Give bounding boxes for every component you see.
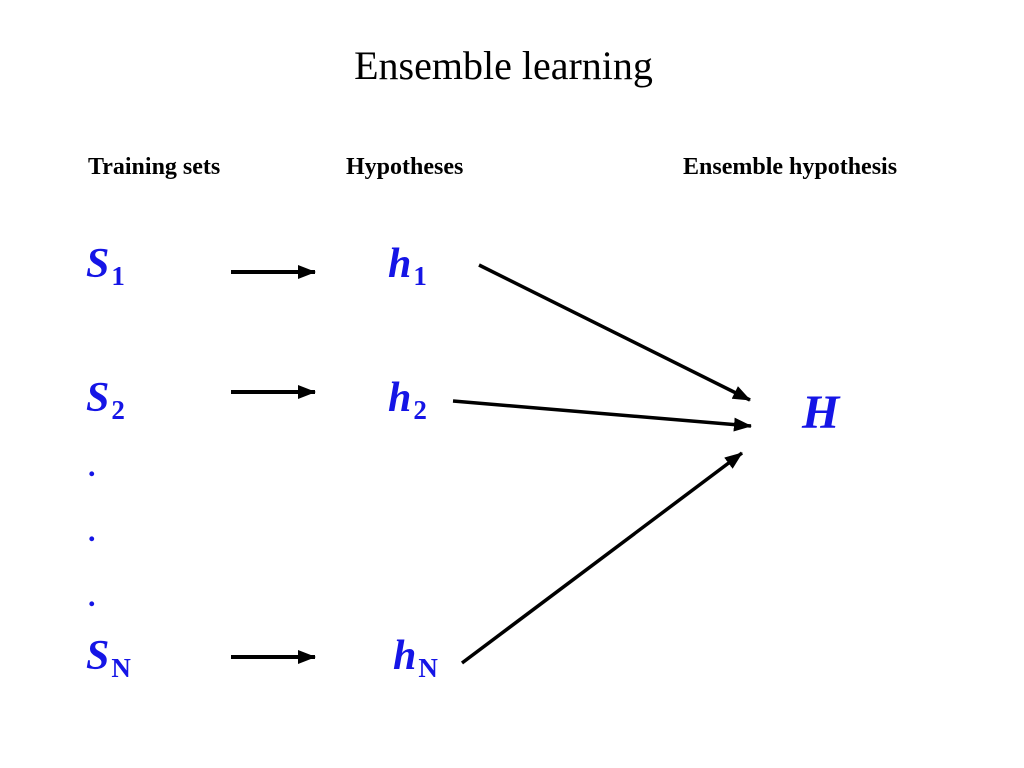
training-set-subscript: 1 [111, 261, 125, 292]
hypothesis-subscript: 1 [413, 261, 427, 292]
page-title: Ensemble learning [354, 43, 653, 88]
ensemble-hypothesis-h: H [802, 386, 840, 439]
hypothesis-h1: h1 [388, 240, 427, 292]
hypothesis-letter: h [388, 375, 412, 421]
training-set-subscript: N [111, 653, 131, 684]
ellipsis-dot: . [88, 450, 96, 483]
training-set-letter: S [86, 241, 110, 287]
training-set-s1: S1 [86, 240, 125, 292]
header-hypotheses: Hypotheses [346, 154, 464, 180]
hypothesis-letter: h [393, 633, 417, 679]
training-set-subscript: 2 [111, 395, 125, 426]
header-training-sets: Training sets [88, 154, 221, 180]
hypothesis-hn: hN [393, 632, 438, 684]
training-set-letter: S [86, 633, 110, 679]
ellipsis-dot: . [88, 580, 96, 613]
arrow-h2-to-ensemble [452, 399, 752, 432]
ellipsis-dot: . [88, 515, 96, 548]
training-set-sn: SN [86, 632, 131, 684]
hypothesis-subscript: 2 [413, 395, 427, 426]
hypothesis-h2: h2 [388, 374, 427, 426]
training-set-letter: S [86, 375, 110, 421]
arrow-h1-to-ensemble [478, 263, 751, 402]
arrow-hn-to-ensemble [460, 451, 744, 665]
header-ensemble-hypothesis: Ensemble hypothesis [683, 154, 898, 180]
hypothesis-subscript: N [418, 653, 438, 684]
hypothesis-letter: h [388, 241, 412, 287]
training-set-s2: S2 [86, 374, 125, 426]
